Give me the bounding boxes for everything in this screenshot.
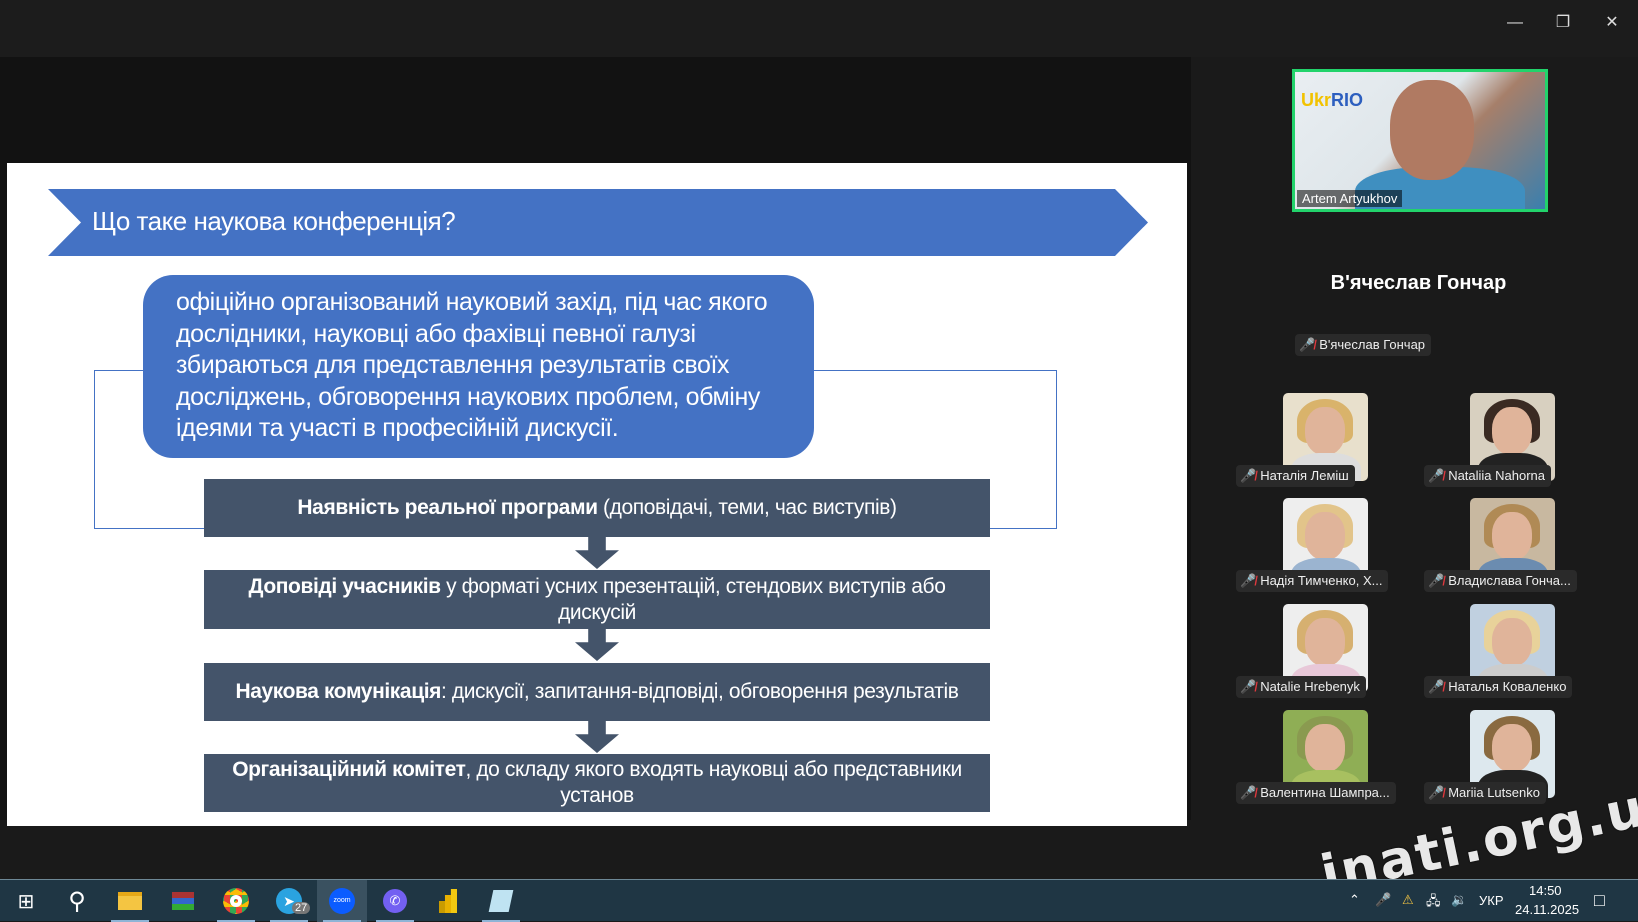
ukrrio-logo: UkrRIO [1301, 90, 1364, 110]
tray-chevron-icon[interactable]: ⌃ [1349, 892, 1360, 907]
step-bold: Наявність реальної програми [297, 496, 598, 519]
active-speaker-tag: 🎤̸В'ячеслав Гончар [1295, 334, 1432, 356]
search-icon[interactable]: ⚲ [68, 887, 86, 915]
step-box-communication: Наукова комунікація: дискусії, запитання… [204, 663, 990, 721]
minimize-icon[interactable]: — [1507, 14, 1523, 31]
participant-name-tag: 🎤̸Наталья Коваленко [1424, 676, 1573, 698]
slide-title: Що таке наукова конференція? [92, 206, 456, 236]
mic-muted-icon: 🎤̸ [1240, 679, 1257, 694]
down-arrow-icon [575, 627, 619, 661]
chrome-icon[interactable] [211, 880, 261, 922]
participant-face [1305, 724, 1345, 772]
mic-muted-icon: 🎤̸ [1428, 573, 1445, 588]
window-titlebar: — ❐ ✕ [0, 0, 1638, 57]
power-bi-icon[interactable] [423, 880, 473, 922]
taskbar: ⊞ ⚲ ➤27 zoom ✆ ⌃ 🎤 ⚠ 🖧 🔉 УКР 14:50 24.11… [0, 879, 1638, 922]
speaker-face [1390, 80, 1474, 180]
participant-face [1305, 407, 1345, 455]
participant-name-tag: 🎤̸Надія Тимченко, Х... [1236, 570, 1389, 592]
step-text: (доповідачі, теми, час виступів) [597, 496, 897, 519]
network-icon[interactable]: 🖧 [1426, 893, 1441, 908]
participant-name: Надія Тимченко, Х... [1260, 573, 1383, 588]
windows-start-icon[interactable]: ⊞ [17, 890, 35, 913]
step-text: : дискусії, запитання-відповіді, обговор… [441, 680, 959, 703]
definition-box: офіційно організований науковий захід, п… [143, 275, 814, 458]
speaker-name: Artem Artyukhov [1297, 190, 1403, 207]
participant-face [1492, 407, 1532, 455]
participant-name: Валентина Шампра... [1260, 785, 1390, 800]
mic-muted-icon: 🎤̸ [1240, 468, 1257, 483]
participant-name-tag: 🎤̸Mariia Lutsenko [1424, 782, 1546, 804]
participant-face [1305, 512, 1345, 560]
participant-name-tag: 🎤̸Nataliia Nahorna [1424, 465, 1552, 487]
step-bold: Доповіді учасників [248, 574, 442, 598]
step-box-committee: Організаційний комітет, до складу якого … [204, 754, 990, 812]
participant-name: Mariia Lutsenko [1448, 785, 1540, 800]
notepad-icon[interactable] [476, 880, 526, 922]
shared-screen: Що таке наукова конференція? офіційно ор… [0, 57, 1191, 826]
participant-face [1305, 618, 1345, 666]
telegram-badge: 27 [292, 902, 311, 914]
mic-muted-icon: 🎤̸ [1299, 337, 1316, 352]
volume-icon[interactable]: 🔉 [1451, 892, 1468, 907]
security-warning-icon[interactable]: ⚠ [1402, 892, 1414, 907]
close-icon[interactable]: ✕ [1605, 14, 1619, 31]
participant-name-tag: 🎤̸Валентина Шампра... [1236, 782, 1396, 804]
zoom-icon[interactable]: zoom [317, 880, 367, 922]
telegram-icon[interactable]: ➤27 [264, 880, 314, 922]
mic-muted-icon: 🎤̸ [1428, 785, 1445, 800]
down-arrow-icon [575, 719, 619, 753]
step-text: , до складу якого входять науковці або п… [465, 758, 962, 807]
speaker-video[interactable]: UkrRIO Artem Artyukhov [1292, 69, 1548, 212]
zoom-label: zoom [329, 888, 355, 914]
step-text: у форматі усних презентацій, стендових в… [440, 574, 946, 624]
microphone-icon[interactable]: 🎤 [1375, 892, 1392, 907]
step-box-reports: Доповіді учасників у форматі усних презе… [204, 570, 990, 629]
presentation-slide: Що таке наукова конференція? офіційно ор… [7, 163, 1187, 826]
viber-icon[interactable]: ✆ [370, 880, 420, 922]
participant-name: Наталья Коваленко [1448, 679, 1567, 694]
tag-label: В'ячеслав Гончар [1319, 337, 1426, 352]
participant-name: Nataliia Nahorna [1448, 468, 1546, 483]
mic-muted-icon: 🎤̸ [1428, 679, 1445, 694]
step-bold: Організаційний комітет [232, 758, 466, 781]
participant-face [1492, 724, 1532, 772]
down-arrow-icon [575, 535, 619, 569]
mic-muted-icon: 🎤̸ [1240, 785, 1257, 800]
clock-time[interactable]: 14:50 [1529, 883, 1562, 898]
active-speaker-name: В'ячеслав Гончар [1330, 272, 1507, 294]
participant-face [1492, 618, 1532, 666]
slide-title-banner: Що таке наукова конференція? [48, 189, 1148, 256]
participant-name: Natalie Hrebenyk [1260, 679, 1360, 694]
participant-face [1492, 512, 1532, 560]
clock-date[interactable]: 24.11.2025 [1515, 902, 1580, 917]
notifications-icon[interactable]: □ [1594, 890, 1605, 910]
participant-name: Наталія Леміш [1260, 468, 1349, 483]
step-bold: Наукова комунікація [235, 680, 441, 703]
restore-icon[interactable]: ❐ [1555, 14, 1571, 31]
winrar-icon[interactable] [158, 880, 208, 922]
participant-name-tag: 🎤̸Владислава Гонча... [1424, 570, 1577, 592]
participant-name-tag: 🎤̸Наталія Леміш [1236, 465, 1355, 487]
file-explorer-icon[interactable] [105, 880, 155, 922]
mic-muted-icon: 🎤̸ [1428, 468, 1445, 483]
language-indicator[interactable]: УКР [1479, 893, 1504, 908]
participant-name: Владислава Гонча... [1448, 573, 1571, 588]
mic-muted-icon: 🎤̸ [1240, 573, 1257, 588]
step-box-program: Наявність реальної програми (доповідачі,… [204, 479, 990, 537]
participant-name-tag: 🎤̸Natalie Hrebenyk [1236, 676, 1366, 698]
